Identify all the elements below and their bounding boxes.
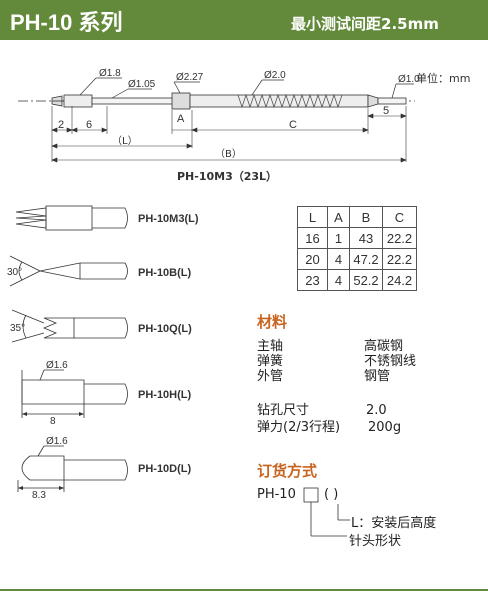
table-header-cell: L	[297, 206, 328, 228]
tip-h-shape	[21, 369, 128, 418]
table-row: 23 4 52.2 24.2	[297, 269, 417, 291]
material-name: 弹簧	[257, 354, 284, 369]
tip-shapes-drawing: PH-10M3(L) PH-10B(L) 30° PH-10Q(L) 35° P…	[7, 205, 199, 500]
tip-q-shape	[11, 309, 128, 343]
model-label: PH-10M3（23L）	[177, 170, 277, 183]
material-value: 钢管	[364, 369, 391, 384]
table-row: 16 1 43 22.2	[297, 227, 417, 249]
table-cell: 1	[327, 227, 350, 249]
table-header-cell: B	[349, 206, 383, 228]
table-cell: 23	[297, 269, 328, 291]
table-row: 20 4 47.2 22.2	[297, 248, 417, 270]
table-header-cell: A	[327, 206, 350, 228]
tip-b-label: PH-10B(L)	[138, 267, 192, 279]
table-cell: 22.2	[382, 227, 417, 249]
series-title: PH-10 系列	[10, 10, 123, 35]
dia-1-8-label: Ø1.8	[99, 68, 121, 79]
table-cell: 20	[297, 248, 328, 270]
table-header-cell: C	[382, 206, 417, 228]
table-cell: 52.2	[349, 269, 383, 291]
dim-2-label: 2	[58, 119, 64, 131]
tip-q-angle: 35°	[10, 323, 25, 334]
footer-divider	[0, 589, 488, 591]
probe-main-drawing: Ø1.8 Ø1.05 Ø2.27 Ø2.0 Ø1.0 单位：mm 2 6 A C…	[18, 68, 470, 183]
spec-value: 200g	[368, 420, 402, 435]
table-cell: 47.2	[349, 248, 383, 270]
material-value: 不锈钢线	[364, 354, 417, 369]
unit-label: 单位：mm	[416, 71, 470, 85]
table-cell: 43	[349, 227, 383, 249]
dia-2-0-label: Ø2.0	[264, 70, 286, 81]
table-cell: 22.2	[382, 248, 417, 270]
tip-h-dia: Ø1.6	[46, 360, 68, 371]
dim-6-label: 6	[86, 119, 92, 131]
order-prefix: PH-10	[257, 487, 296, 502]
dim-c-label: C	[289, 119, 297, 131]
order-note-head: 针头形状	[349, 534, 402, 549]
dia-1-0-label: Ø1.0	[398, 74, 420, 85]
dim-5-label: 5	[383, 105, 389, 117]
dim-l-label: （L）	[112, 135, 138, 147]
spec-name: 弹力(2/3行程)	[257, 420, 341, 435]
tip-b-angle: 30°	[7, 267, 22, 278]
table-cell: 16	[297, 227, 328, 249]
min-pitch-label: 最小测试间距2.5mm	[291, 15, 439, 33]
dim-a-label: A	[177, 113, 185, 125]
header-bar: PH-10 系列 最小测试间距2.5mm	[0, 0, 488, 40]
order-note-l: L：安装后高度	[351, 516, 437, 531]
order-paren: ( )	[324, 487, 339, 502]
spec-name: 钻孔尺寸	[257, 403, 310, 418]
tip-d-dia: Ø1.6	[46, 436, 68, 447]
material-name: 外管	[257, 369, 284, 384]
tip-b-shape	[9, 255, 128, 287]
material-value: 高碳钢	[364, 339, 404, 354]
tip-q-label: PH-10Q(L)	[138, 323, 192, 335]
table-cell: 24.2	[382, 269, 417, 291]
tip-m3-label: PH-10M3(L)	[138, 213, 199, 225]
spec-value: 2.0	[366, 403, 387, 418]
spec-table: L A B C 16 1 43 22.2 20 4 47.2 22.2 23 4…	[297, 206, 417, 291]
table-cell: 4	[327, 248, 350, 270]
dia-2-27-label: Ø2.27	[176, 72, 204, 83]
table-header-row: L A B C	[297, 206, 417, 228]
ordering-title: 订货方式	[257, 462, 318, 480]
head-shape-box	[303, 487, 319, 503]
dia-1-05-label: Ø1.05	[128, 79, 156, 90]
materials-title: 材料	[257, 313, 288, 331]
tip-m3-shape	[15, 205, 128, 231]
tip-d-shape	[17, 445, 128, 492]
tip-d-len: 8.3	[32, 490, 46, 500]
dim-b-label: （B）	[215, 148, 242, 160]
table-cell: 4	[327, 269, 350, 291]
tip-h-len: 8	[50, 416, 56, 427]
ordering-diagram	[303, 487, 350, 537]
tip-d-label: PH-10D(L)	[138, 463, 192, 475]
tip-h-label: PH-10H(L)	[138, 389, 192, 401]
material-name: 主轴	[257, 339, 284, 354]
